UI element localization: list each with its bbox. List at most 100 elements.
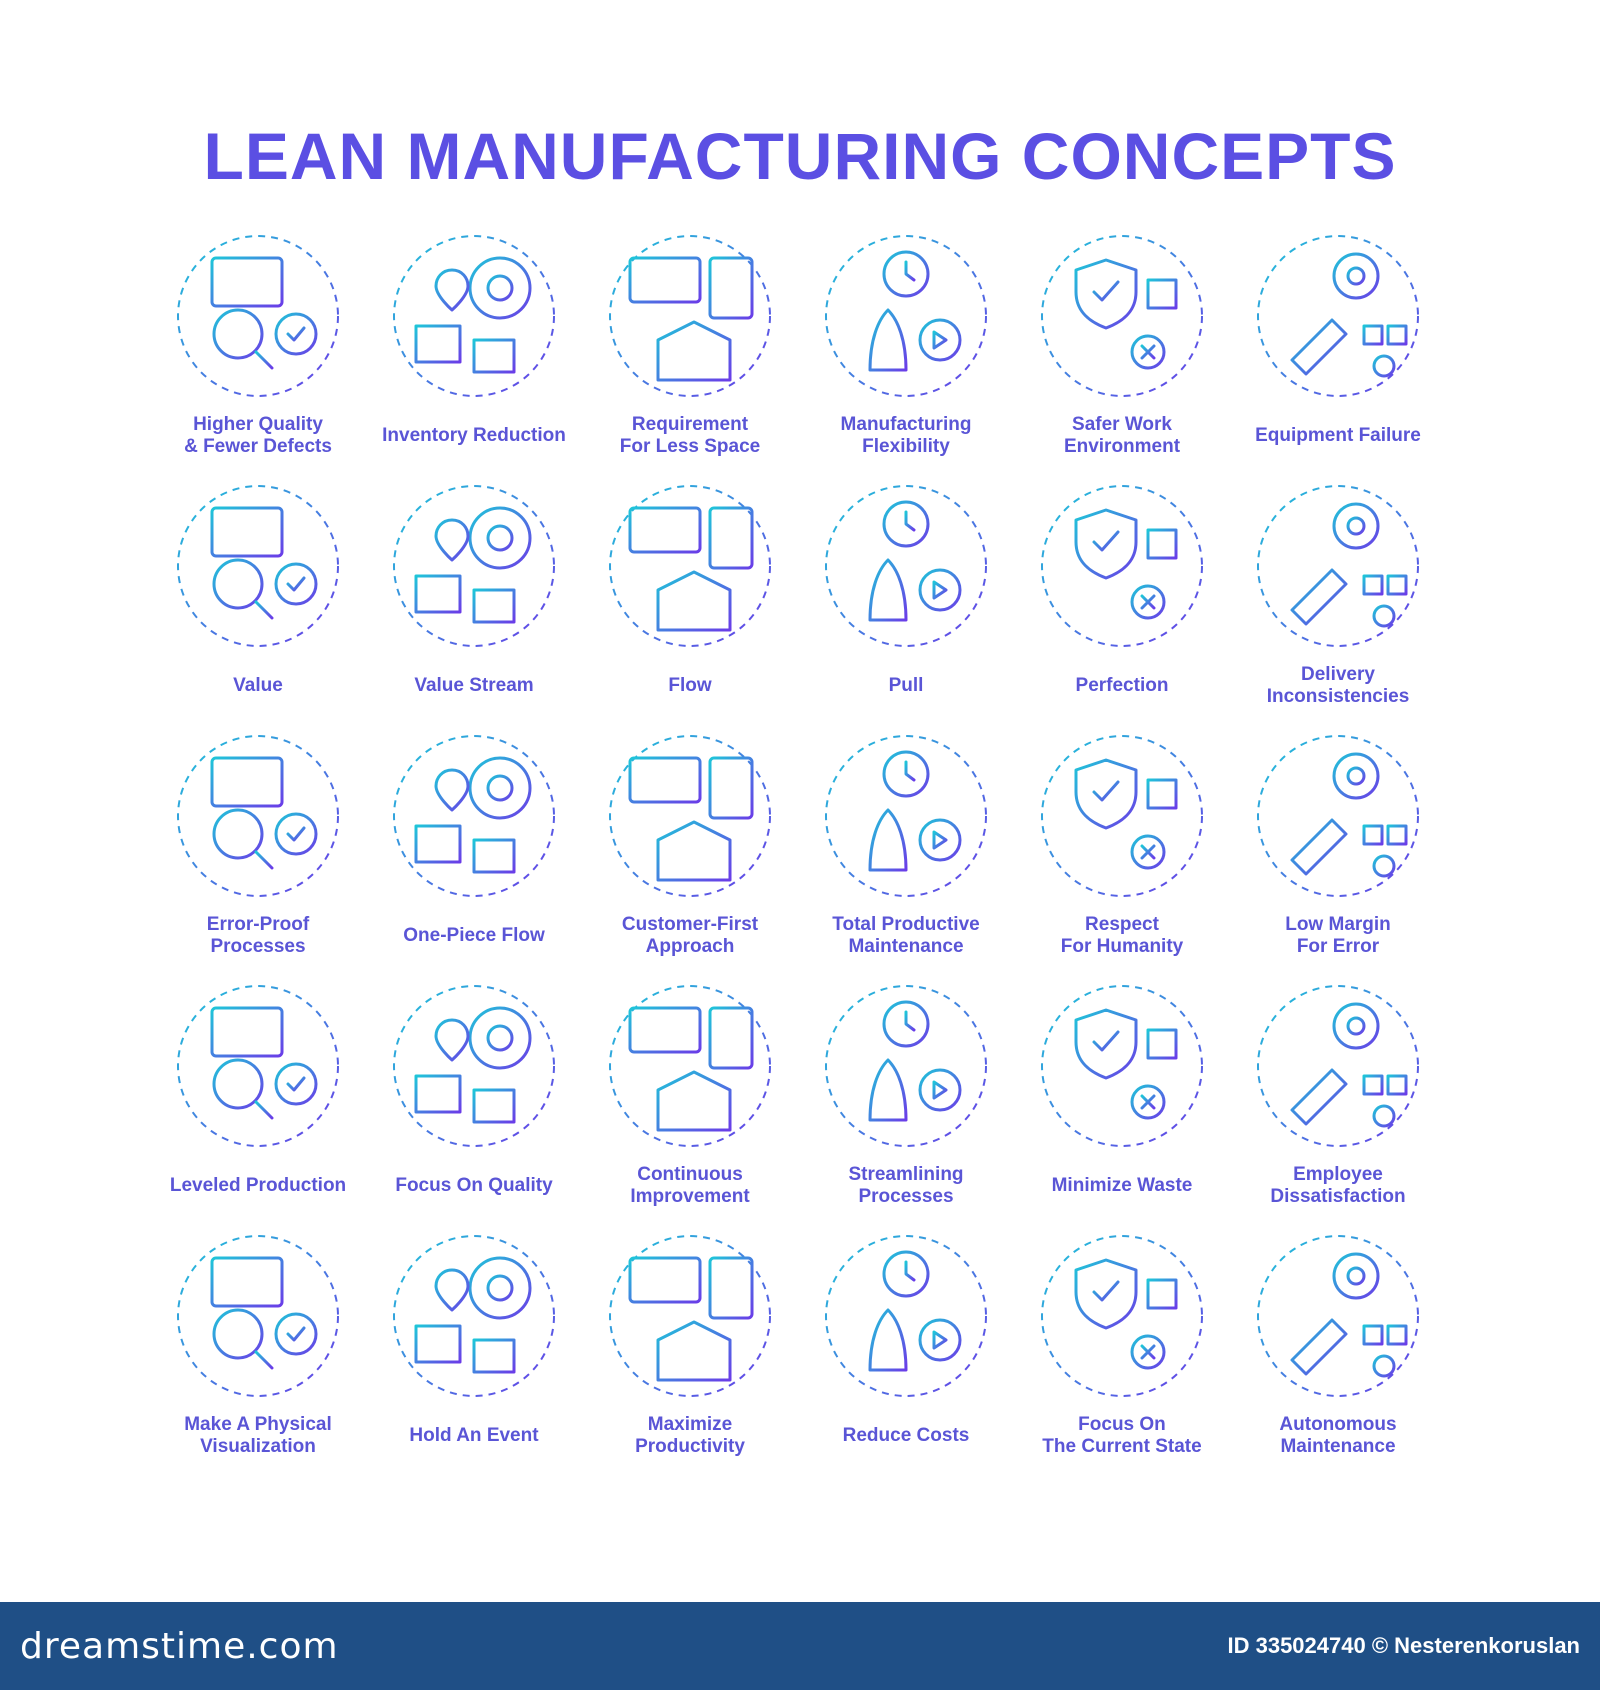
employee-stop-icon (1257, 985, 1419, 1147)
concept-label-line: One-Piece Flow (403, 925, 545, 946)
delivery-boxes-icon (1257, 485, 1419, 647)
current-state-icon (1041, 1235, 1203, 1397)
concept-label-line: Environment (1063, 436, 1181, 457)
concept-item: Reduce Costs (798, 1222, 1014, 1472)
concept-label-line: Flow (668, 675, 712, 696)
error-proof-shapes-icon (177, 735, 339, 897)
concept-item: One-Piece Flow (366, 722, 582, 972)
concept-label: Value Stream (360, 658, 588, 714)
concept-label-line: Higher Quality (193, 414, 323, 435)
concept-label-line: Low Margin (1285, 914, 1391, 935)
concept-label: Equipment Failure (1224, 408, 1452, 464)
improvement-chart-icon (609, 985, 771, 1147)
one-piece-flow-icon (393, 735, 555, 897)
concept-label-line: Leveled Production (169, 1175, 347, 1196)
concept-label: Higher Quality& Fewer Defects (144, 408, 372, 464)
brand-logo[interactable]: dreamstime.com (20, 1625, 339, 1667)
concept-label-line: Equipment Failure (1255, 425, 1421, 446)
concept-label: Value (144, 658, 372, 714)
concept-label-line: Maintenance (848, 936, 964, 957)
concept-item: Equipment Failure (1230, 222, 1446, 472)
concept-label-line: Streamlining (848, 1164, 964, 1185)
warehouse-space-icon (609, 235, 771, 397)
concept-label-line: Autonomous (1279, 1414, 1397, 1435)
concept-label-line: Total Productive (832, 914, 980, 935)
concept-label-line: Safer Work (1072, 414, 1172, 435)
image-credit: ID 335024740 © Nesterenkoruslan (1227, 1633, 1580, 1658)
concept-item: Focus On Quality (366, 972, 582, 1222)
concept-label-line: Focus On Quality (395, 1175, 553, 1196)
concept-label: One-Piece Flow (360, 908, 588, 964)
handshake-team-icon (1041, 735, 1203, 897)
concept-label-line: Manufacturing (840, 414, 972, 435)
concept-label-line: Error-Proof (206, 914, 310, 935)
concept-label-line: Value (233, 675, 283, 696)
concept-label-line: & Fewer Defects (184, 436, 332, 457)
concept-label-line: Value Stream (414, 675, 534, 696)
concept-label: Leveled Production (144, 1158, 372, 1214)
concept-item: Perfection (1014, 472, 1230, 722)
concept-label: Hold An Event (360, 1408, 588, 1464)
concept-label: Pull (792, 658, 1020, 714)
perfection-stars-icon (1041, 485, 1203, 647)
concept-label-line: Maximize (647, 1414, 733, 1435)
concept-label-line: Dissatisfaction (1270, 1186, 1406, 1207)
concept-label-line: Improvement (630, 1186, 750, 1207)
concept-label-line: Employee (1293, 1164, 1383, 1185)
speedometer-growth-icon (609, 1235, 771, 1397)
streamline-cycle-icon (825, 985, 987, 1147)
concept-item: Higher Quality& Fewer Defects (150, 222, 366, 472)
value-tag-icon (177, 485, 339, 647)
maintenance-team-icon (825, 735, 987, 897)
concept-label: Inventory Reduction (360, 408, 588, 464)
concept-label-line: The Current State (1042, 1436, 1202, 1457)
concept-label-line: Inventory Reduction (382, 425, 566, 446)
concept-item: Value (150, 472, 366, 722)
concept-label-line: Requirement (631, 414, 749, 435)
concept-label-line: Focus On (1078, 1414, 1166, 1435)
value-stream-icon (393, 485, 555, 647)
concept-label-line: Perfection (1075, 675, 1169, 696)
concept-item: Flow (582, 472, 798, 722)
concept-label-line: Reduce Costs (842, 1425, 970, 1446)
concept-label: Reduce Costs (792, 1408, 1020, 1464)
flow-puzzle-icon (609, 485, 771, 647)
broken-gear-wrench-icon (1257, 235, 1419, 397)
concept-label-line: Maintenance (1280, 1436, 1396, 1457)
concept-item: Value Stream (366, 472, 582, 722)
page-title: LEAN MANUFACTURING CONCEPTS (203, 119, 1397, 193)
customer-target-icon (609, 735, 771, 897)
robot-arm-icon (1257, 1235, 1419, 1397)
concept-label: Flow (576, 658, 804, 714)
concept-label-line: Processes (858, 1186, 954, 1207)
funnel-warning-icon (1257, 735, 1419, 897)
concept-item: Hold An Event (366, 1222, 582, 1472)
concept-label-line: Flexibility (862, 436, 950, 457)
concept-item: Leveled Production (150, 972, 366, 1222)
concept-label-line: For Less Space (619, 436, 761, 457)
concept-label-line: Inconsistencies (1266, 686, 1410, 707)
footer-bar: dreamstime.com ID 335024740 © Nesterenko… (0, 1602, 1600, 1690)
rocket-gears-icon (825, 235, 987, 397)
presentation-event-icon (393, 1235, 555, 1397)
concept-label: Perfection (1008, 658, 1236, 714)
concept-label-line: Hold An Event (409, 1425, 539, 1446)
